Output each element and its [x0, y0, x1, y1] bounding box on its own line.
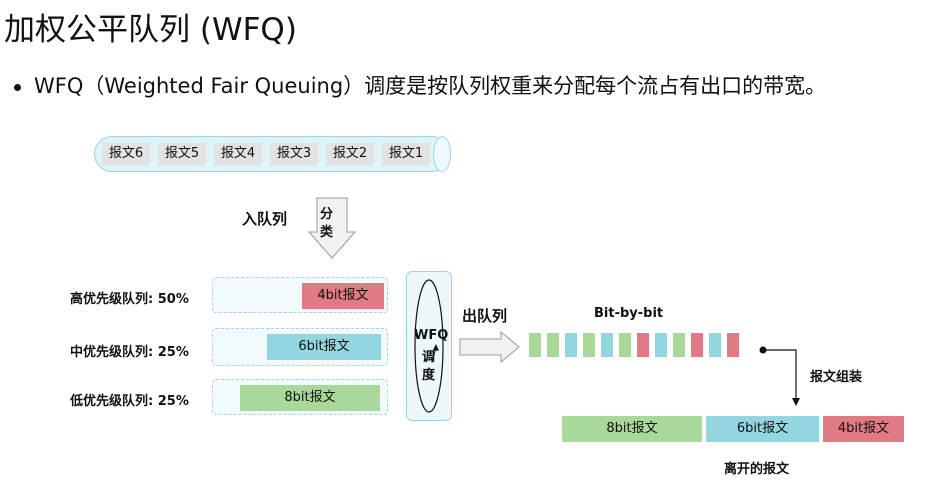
page-title: 加权公平队列 (WFQ) [4, 12, 297, 48]
bit-cell [727, 333, 739, 357]
queue-label-mid: 中优先级队列: 25% [70, 345, 189, 360]
classify-label-2: 类 [320, 225, 334, 240]
output-label: 离开的报文 [724, 462, 790, 477]
bit-cell [583, 333, 595, 357]
bit-cell [637, 333, 649, 357]
input-packet: 报文4 [214, 143, 262, 165]
queue-mid-packet: 6bit报文 [267, 334, 381, 360]
bullet-dot [14, 84, 21, 91]
output-packet-8bit: 8bit报文 [562, 416, 702, 442]
bit-cell [601, 333, 613, 357]
bit-cell [547, 333, 559, 357]
queue-high-packet: 4bit报文 [302, 283, 384, 309]
queue-label-high: 高优先级队列: 50% [70, 292, 189, 307]
bit-cell [691, 333, 703, 357]
enqueue-label: 入队列 [242, 210, 288, 228]
wfq-scheduler [406, 271, 452, 421]
bit-cell [529, 333, 541, 357]
input-pipe-cap [433, 136, 451, 172]
dequeue-label: 出队列 [462, 307, 508, 325]
bit-cell [709, 333, 721, 357]
scheduler-label-3: 度 [422, 368, 436, 383]
output-packet-4bit: 4bit报文 [823, 416, 904, 442]
input-packet: 报文3 [270, 143, 318, 165]
bullet-text: WFQ（Weighted Fair Queuing）调度是按队列权重来分配每个流… [34, 74, 827, 98]
bit-cell [565, 333, 577, 357]
dequeue-arrow [459, 331, 520, 363]
bit-cell [619, 333, 631, 357]
classify-arrow [308, 197, 356, 259]
scheduler-label-2: 调 [422, 350, 436, 365]
input-packet: 报文6 [102, 143, 150, 165]
queue-label-low: 低优先级队列: 25% [70, 394, 189, 409]
output-packet-6bit: 6bit报文 [706, 416, 819, 442]
assemble-label: 报文组装 [810, 370, 863, 385]
bit-by-bit-label: Bit-by-bit [594, 306, 664, 321]
bit-cell [673, 333, 685, 357]
bit-cell [655, 333, 667, 357]
queue-low-packet: 8bit报文 [240, 385, 380, 411]
classify-label-1: 分 [320, 207, 334, 222]
input-packet: 报文5 [158, 143, 206, 165]
input-packet: 报文1 [382, 143, 430, 165]
scheduler-label-1: WFQ [414, 328, 449, 343]
assemble-connector [759, 346, 800, 406]
input-packet: 报文2 [326, 143, 374, 165]
scheduler-ellipse [414, 279, 444, 413]
